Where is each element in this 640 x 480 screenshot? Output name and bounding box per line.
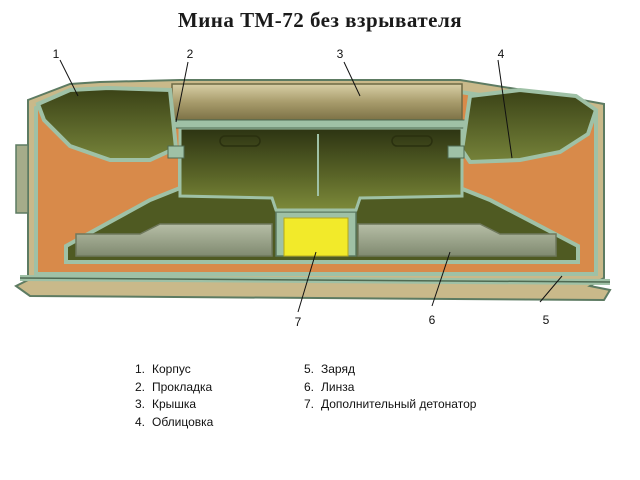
callout-2: 2 <box>187 47 194 61</box>
leader-lines <box>59 59 563 313</box>
legend-column-2: 5.Заряд 6.Линза 7.Дополнительный детонат… <box>304 361 476 414</box>
callout-1: 1 <box>53 47 60 61</box>
fuse-well <box>178 126 464 212</box>
legend-item: 1.Корпус <box>135 362 191 376</box>
legend-item: 2.Прокладка <box>135 379 213 394</box>
callout-6: 6 <box>429 313 436 327</box>
gasket <box>167 145 465 159</box>
additional-detonator <box>275 211 357 257</box>
legend-item: 6.Линза <box>304 379 355 394</box>
callout-7: 7 <box>295 315 302 329</box>
left-cup <box>35 85 179 162</box>
legend-item: 7.Дополнительный детонатор <box>304 397 477 411</box>
callout-5: 5 <box>543 313 550 327</box>
legend-item: 5.Заряд <box>304 362 355 376</box>
callout-4: 4 <box>498 47 505 61</box>
cap <box>165 83 471 129</box>
callout-3: 3 <box>337 47 344 61</box>
diagram-title: Мина ТМ-72 без взрывателя <box>177 8 463 32</box>
legend-item: 3.Крышка <box>135 397 197 411</box>
legend-column-1: 1.Корпус 2.Прокладка 3.Крышка 4.Облицовк… <box>135 361 213 431</box>
right-cup <box>459 87 599 165</box>
legend-item: 4.Облицовка <box>135 414 214 429</box>
lens <box>75 223 557 257</box>
